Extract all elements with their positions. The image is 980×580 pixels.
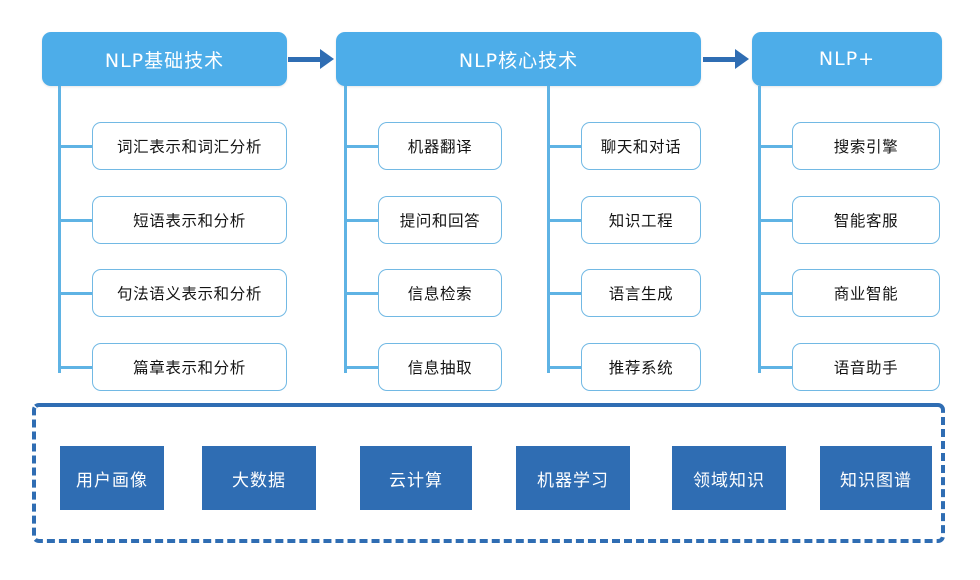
branch-line bbox=[758, 145, 792, 148]
arrow-shaft bbox=[703, 56, 735, 62]
foundation-item[interactable]: 领域知识 bbox=[672, 446, 786, 510]
leaf-box[interactable]: 聊天和对话 bbox=[581, 122, 701, 170]
branch-line bbox=[58, 292, 92, 295]
leaf-box[interactable]: 短语表示和分析 bbox=[92, 196, 287, 244]
branch-line bbox=[547, 219, 581, 222]
trunk-line-nlp-plus bbox=[758, 86, 761, 373]
trunk-line-nlp-basic bbox=[58, 86, 61, 373]
pillar-header-nlp-core[interactable]: NLP核心技术 bbox=[336, 32, 701, 86]
foundation-item[interactable]: 大数据 bbox=[202, 446, 316, 510]
branch-line bbox=[547, 292, 581, 295]
branch-line bbox=[344, 366, 378, 369]
branch-line bbox=[758, 292, 792, 295]
branch-line bbox=[58, 145, 92, 148]
foundation-container bbox=[32, 403, 945, 543]
leaf-box[interactable]: 语音助手 bbox=[792, 343, 940, 391]
foundation-item[interactable]: 用户画像 bbox=[60, 446, 164, 510]
branch-line bbox=[58, 366, 92, 369]
trunk-line-nlp-core-a bbox=[344, 86, 347, 373]
branch-line bbox=[344, 219, 378, 222]
leaf-box[interactable]: 提问和回答 bbox=[378, 196, 502, 244]
branch-line bbox=[758, 366, 792, 369]
branch-line bbox=[58, 219, 92, 222]
leaf-box[interactable]: 篇章表示和分析 bbox=[92, 343, 287, 391]
foundation-item[interactable]: 知识图谱 bbox=[820, 446, 932, 510]
leaf-box[interactable]: 句法语义表示和分析 bbox=[92, 269, 287, 317]
flow-arrow-basic-to-core bbox=[288, 49, 334, 69]
foundation-item[interactable]: 机器学习 bbox=[516, 446, 630, 510]
leaf-box[interactable]: 机器翻译 bbox=[378, 122, 502, 170]
leaf-box[interactable]: 词汇表示和词汇分析 bbox=[92, 122, 287, 170]
leaf-box[interactable]: 搜索引擎 bbox=[792, 122, 940, 170]
foundation-item[interactable]: 云计算 bbox=[360, 446, 472, 510]
branch-line bbox=[344, 145, 378, 148]
pillar-header-nlp-basic[interactable]: NLP基础技术 bbox=[42, 32, 287, 86]
trunk-line-nlp-core-b bbox=[547, 86, 550, 373]
pillar-header-nlp-plus[interactable]: NLP+ bbox=[752, 32, 942, 86]
arrow-head-icon bbox=[320, 49, 334, 69]
branch-line bbox=[758, 219, 792, 222]
leaf-box[interactable]: 信息抽取 bbox=[378, 343, 502, 391]
leaf-box[interactable]: 知识工程 bbox=[581, 196, 701, 244]
flow-arrow-core-to-plus bbox=[703, 49, 749, 69]
leaf-box[interactable]: 信息检索 bbox=[378, 269, 502, 317]
arrow-head-icon bbox=[735, 49, 749, 69]
leaf-box[interactable]: 语言生成 bbox=[581, 269, 701, 317]
leaf-box[interactable]: 商业智能 bbox=[792, 269, 940, 317]
branch-line bbox=[547, 145, 581, 148]
branch-line bbox=[344, 292, 378, 295]
leaf-box[interactable]: 推荐系统 bbox=[581, 343, 701, 391]
branch-line bbox=[547, 366, 581, 369]
leaf-box[interactable]: 智能客服 bbox=[792, 196, 940, 244]
arrow-shaft bbox=[288, 56, 320, 62]
